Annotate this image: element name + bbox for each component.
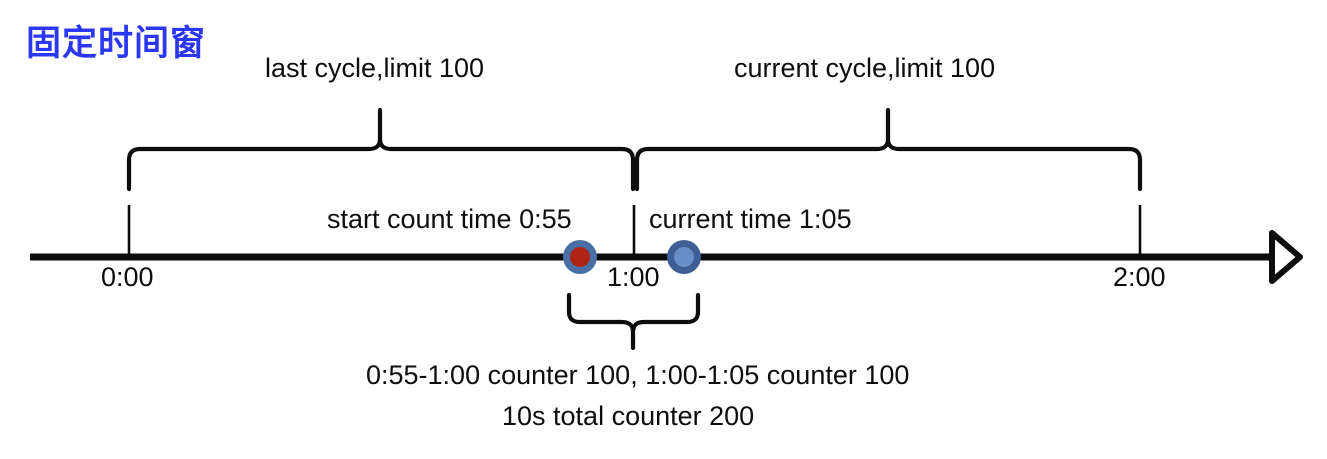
- note-total-counter: 10s total counter 200: [502, 401, 755, 431]
- current-time-marker-core: [674, 247, 694, 267]
- start-count-marker-core: [570, 247, 590, 267]
- brace-last-cycle: [126, 107, 636, 192]
- note-counter-breakdown: 0:55-1:00 counter 100, 1:00-1:05 counter…: [366, 360, 910, 390]
- axis-tick-label-1-00: 1:00: [607, 262, 660, 292]
- label-last-cycle: last cycle,limit 100: [265, 53, 485, 83]
- axis-tick-label-2-00: 2:00: [1113, 262, 1166, 292]
- label-current-cycle: current cycle,limit 100: [734, 53, 996, 83]
- timeline-arrow-icon: [1269, 230, 1303, 284]
- label-start-count-time: start count time 0:55: [327, 204, 572, 234]
- page-title: 固定时间窗: [26, 24, 207, 63]
- axis-tick-label-0-00: 0:00: [101, 262, 154, 292]
- label-current-time: current time 1:05: [649, 204, 852, 234]
- brace-counting-window: [566, 292, 701, 351]
- brace-current-cycle: [634, 107, 1143, 192]
